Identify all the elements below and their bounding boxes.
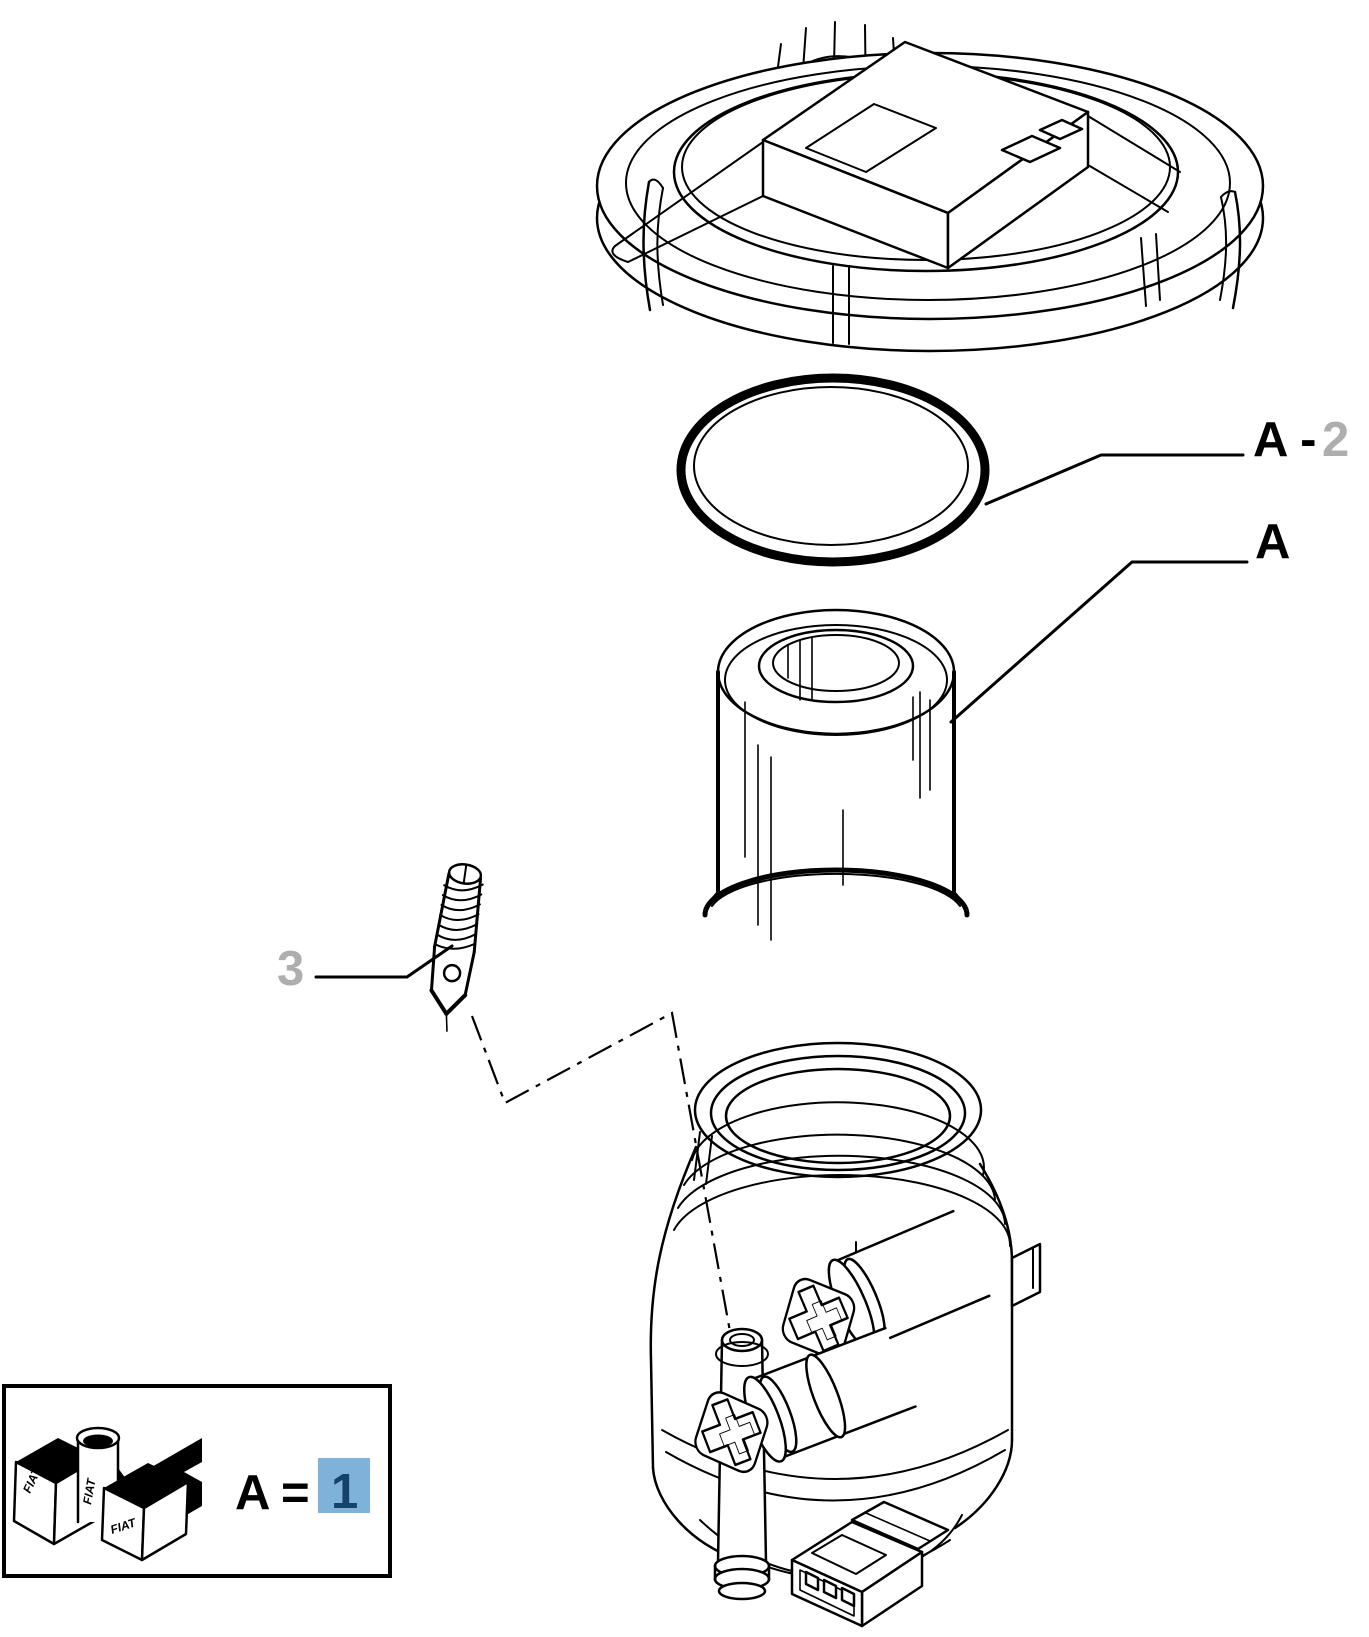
fiat-parts-logo: FIAT FIAT FIAT [12, 1426, 202, 1562]
fiat-brand-text-cylinder: FIAT [80, 1476, 99, 1505]
cap-right-clip [1219, 190, 1242, 310]
legend-value-highlight [318, 1458, 370, 1513]
legend-equals: = [281, 1466, 310, 1520]
housing-sensor-lower [694, 1326, 917, 1474]
callout-filter: A [949, 515, 1290, 724]
housing-side-tab [1010, 1242, 1042, 1308]
bottom-connector [790, 1500, 950, 1628]
legend-key: A [235, 1466, 270, 1520]
screw-leader-line [314, 944, 454, 979]
assembly-centerline [470, 1011, 743, 1393]
pipe-nipple [713, 1554, 771, 1601]
cap-spokes [832, 233, 1161, 345]
filter-leader-line [949, 560, 1249, 724]
filter-callout-letter: A [1255, 515, 1290, 569]
oring-callout-prefix: A - [1253, 413, 1317, 467]
cap-left-clip [642, 178, 664, 312]
bleed-screw [429, 863, 484, 1032]
o-ring-seal [676, 373, 990, 567]
callout-oring: A - 2 [984, 413, 1349, 506]
legend-value: 1 [331, 1465, 358, 1519]
connector-pins [804, 1570, 856, 1608]
housing-sensor-upper [781, 1209, 991, 1359]
cap-connector [611, 40, 1181, 270]
filter-element [702, 608, 970, 960]
sensor-lower-plus-face [694, 1391, 769, 1474]
legend-box: FIAT FIAT FIAT A = 1 [2, 1384, 392, 1578]
sensor-upper-plus-face [781, 1277, 856, 1359]
oring-leader-line [984, 453, 1245, 506]
filter-cap-drawing [595, 21, 1265, 353]
filter-pleat-lines [744, 691, 931, 941]
oring-callout-number: 2 [1322, 413, 1349, 467]
callout-screw: 3 [277, 942, 454, 996]
screw-threads [434, 883, 484, 950]
screw-callout-number: 3 [277, 942, 304, 996]
